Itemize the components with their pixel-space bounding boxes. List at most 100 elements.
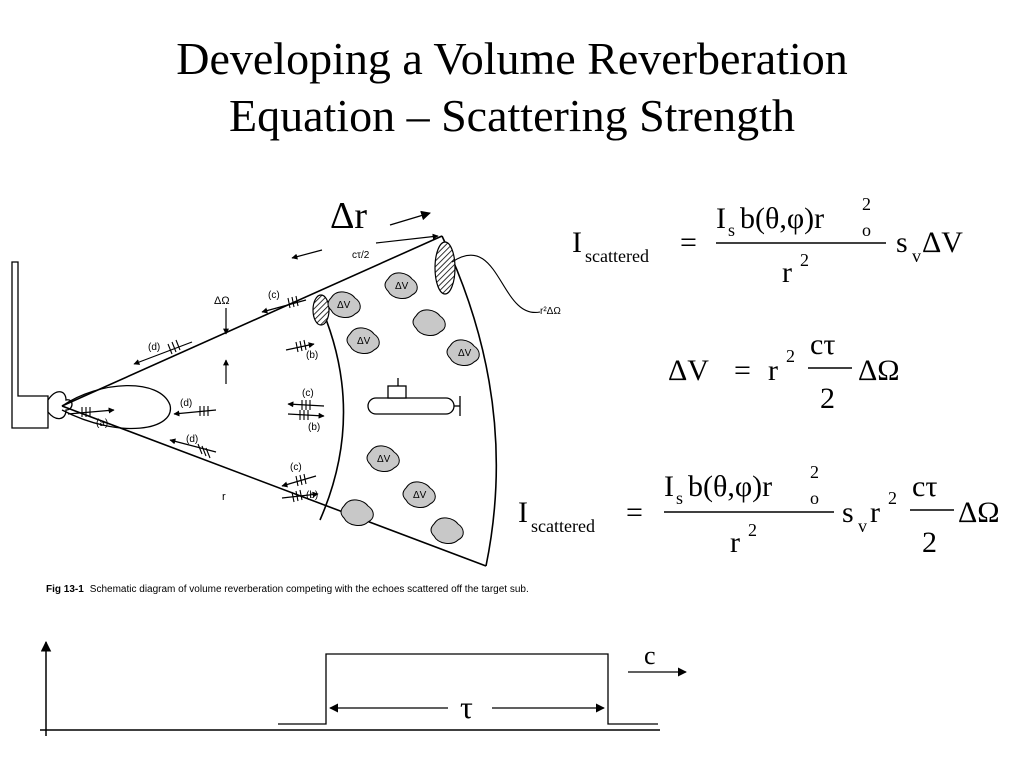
delta-r-label: Δr (330, 195, 367, 237)
beam-edge-lower (61, 405, 487, 567)
c-tau-over-2-label: cτ/2 (352, 250, 370, 261)
eq2-r: r (768, 354, 778, 387)
beam-inner-arc (317, 299, 345, 521)
beam-far-arc (441, 235, 498, 567)
r2-delta-omega-label: r²ΔΩ (540, 306, 561, 317)
eq3-r-exp: 2 (888, 488, 897, 508)
range-r-label: r (222, 491, 226, 503)
scatterer-blob (430, 517, 464, 544)
eq1-I: I (572, 226, 582, 259)
equation-1: I scattered = I s b(θ,φ)r 2 o r 2 s v ΔV (572, 194, 963, 289)
tau-label: τ (460, 689, 473, 725)
path-arrow-b-low (281, 491, 319, 499)
delta-v-label: ΔV (413, 490, 427, 501)
eq3-num-b: b(θ,φ)r (688, 470, 772, 503)
eq1-num-I: I (716, 202, 726, 235)
figure-caption-text: Schematic diagram of volume reverberatio… (89, 584, 529, 595)
equation-2: ΔV = r 2 cτ 2 ΔΩ (668, 328, 900, 415)
scatterer-blob (340, 499, 374, 526)
equation-3: I scattered = I s b(θ,φ)r 2 o r 2 s v r … (518, 462, 1000, 559)
path-label-b-mid: (b) (308, 422, 320, 433)
beam-edge-upper (61, 235, 443, 407)
eq3-den-r: r (730, 526, 740, 559)
eq3-num-I: I (664, 470, 674, 503)
delta-v-label: ΔV (337, 300, 351, 311)
eq3-num-exp: 2 (810, 462, 819, 482)
eq1-scattered: scattered (585, 246, 649, 266)
eq3-equals: = (626, 496, 643, 529)
near-lobe (61, 384, 171, 430)
eq3-delta-omega: ΔΩ (958, 496, 1000, 529)
path-ticks (81, 295, 311, 503)
path-arrow-c-top (261, 299, 307, 314)
r2-leader-line (451, 254, 541, 313)
figure-caption: Fig 13-1 Schematic diagram of volume reve… (46, 584, 529, 595)
title-line-2: Equation – Scattering Strength (229, 90, 795, 141)
delta-v-label: ΔV (395, 281, 409, 292)
eq1-delta-v: ΔV (922, 226, 963, 259)
path-label-c-top: (c) (268, 290, 280, 301)
eq1-num-exp: 2 (862, 194, 871, 214)
eq3-num-s: s (676, 488, 683, 508)
eq3-r: r (870, 496, 880, 529)
eq3-s: s (842, 496, 854, 529)
path-arrow-b-top (285, 342, 315, 351)
eq1-s: s (896, 226, 908, 259)
delta-v-label: ΔV (377, 454, 391, 465)
eq1-v: v (912, 246, 921, 266)
path-arrow-a (67, 407, 115, 415)
path-label-d-top: (d) (148, 342, 160, 353)
transducer-head (47, 391, 73, 420)
transducer-mast (11, 261, 49, 429)
title-line-1: Developing a Volume Reverberation (176, 33, 848, 84)
path-label-c-low: (c) (290, 462, 302, 473)
eq3-den-exp: 2 (748, 520, 757, 540)
path-label-b-top: (b) (306, 350, 318, 361)
eq2-c-tau: cτ (810, 328, 835, 361)
delta-r-arrow (389, 210, 431, 226)
path-label-a: (a) (96, 418, 108, 429)
shell-cross-section-inner (312, 294, 330, 326)
c-tau-arrow-far (375, 233, 439, 244)
eq1-num-s: s (728, 220, 735, 240)
eq1-num-b: b(θ,φ)r (740, 202, 824, 235)
shell-cross-section-outer (434, 241, 456, 295)
path-arrow-d-low (169, 438, 217, 453)
eq1-num-o: o (862, 220, 871, 240)
eq3-c-tau: cτ (912, 470, 937, 503)
slide-title: Developing a Volume Reverberation Equati… (0, 30, 1024, 144)
eq2-delta-v: ΔV (668, 354, 709, 387)
propagation-speed-label: c (644, 641, 656, 670)
scatterer-blob (412, 309, 446, 336)
eq2-den-2: 2 (820, 382, 835, 415)
delta-omega-label: ΔΩ (214, 295, 230, 307)
eq3-num-o: o (810, 488, 819, 508)
path-arrow-d-top (133, 341, 193, 365)
eq3-I: I (518, 496, 528, 529)
delta-v-label: ΔV (458, 348, 472, 359)
beam-schematic (11, 210, 541, 567)
eq3-scattered: scattered (531, 516, 595, 536)
pulse-waveform (278, 653, 658, 725)
eq2-delta-omega: ΔΩ (858, 354, 900, 387)
target-submarine (367, 378, 461, 416)
eq1-equals: = (680, 226, 697, 259)
delta-v-label: ΔV (357, 336, 371, 347)
path-arrow-b-mid (287, 412, 325, 419)
eq1-den-r: r (782, 256, 792, 289)
eq2-equals: = (734, 354, 751, 387)
path-arrow-c-low (281, 475, 317, 488)
pulse-diagram (40, 640, 687, 736)
eq3-den-2: 2 (922, 526, 937, 559)
path-label-d-low: (d) (186, 434, 198, 445)
path-label-d-mid: (d) (180, 398, 192, 409)
path-arrow-d-mid (173, 409, 217, 417)
eq1-den-exp: 2 (800, 250, 809, 270)
c-tau-arrow (291, 249, 323, 260)
figure-caption-label: Fig 13-1 (46, 584, 84, 595)
eq2-r-exp: 2 (786, 346, 795, 366)
path-label-b-low: (b) (306, 490, 318, 501)
path-label-c-mid: (c) (302, 388, 314, 399)
eq3-v: v (858, 516, 867, 536)
